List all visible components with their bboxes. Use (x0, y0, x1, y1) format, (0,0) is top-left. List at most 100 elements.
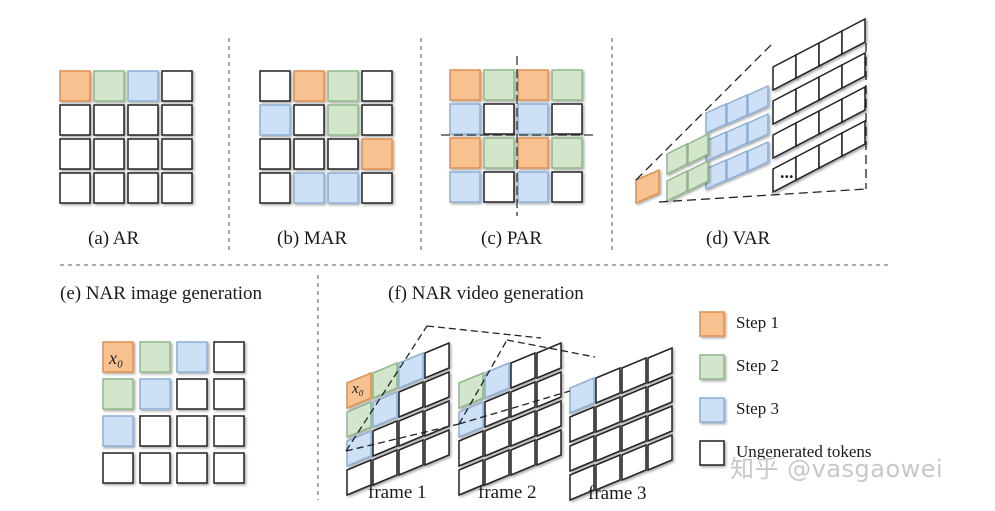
x0-label-video: x₀ (351, 381, 364, 397)
step2-token (483, 137, 515, 169)
ungenerated-token (127, 104, 159, 136)
video-diag-2 (458, 339, 508, 425)
ungenerated-token (621, 414, 647, 453)
step3-token (705, 102, 727, 135)
step2-token (139, 341, 171, 373)
ungenerated-token (536, 341, 562, 380)
ungenerated-token (361, 172, 393, 204)
ungenerated-token (213, 415, 245, 447)
ungenerated-token (293, 138, 325, 170)
step1-token (102, 341, 134, 373)
step3-token (705, 158, 727, 191)
x0-label: x₀ (108, 348, 123, 368)
panel-label-ar: (a) AR (88, 228, 140, 249)
step1-token (449, 137, 481, 169)
ungenerated-token (259, 70, 291, 102)
step3-token (569, 376, 595, 415)
legend-label-ungenerated: Ungenerated tokens (736, 442, 872, 461)
ungenerated-token (424, 341, 450, 380)
step3-token (726, 93, 748, 126)
ungenerated-token (510, 380, 536, 419)
step2-token (666, 142, 688, 176)
panel-label-var: (d) VAR (706, 228, 771, 249)
ungenerated-token (361, 104, 393, 136)
ungenerated-token (102, 452, 134, 484)
ungenerated-token (510, 438, 536, 477)
ungenerated-token (510, 409, 536, 448)
ungenerated-token (647, 433, 673, 472)
ungenerated-token (647, 404, 673, 443)
ungenerated-token (795, 109, 820, 148)
step3-token (127, 70, 159, 102)
video-guide-bottom-2 (458, 390, 571, 425)
ungenerated-token (818, 131, 843, 170)
panel-label-par: (c) PAR (481, 228, 543, 249)
ungenerated-token (161, 70, 193, 102)
ungenerated-token (595, 395, 621, 434)
ungenerated-token (647, 346, 673, 385)
ungenerated-token (536, 399, 562, 438)
ungenerated-token (93, 138, 125, 170)
ungenerated-token (569, 463, 595, 502)
var-guide-bottom (658, 188, 867, 203)
frame-label-1: frame 1 (368, 482, 427, 503)
step1-token (361, 138, 393, 170)
panel-label-mar: (b) MAR (277, 228, 348, 249)
legend-label-step1: Step 1 (736, 313, 779, 332)
ungenerated-token (841, 85, 866, 124)
step1-token (449, 69, 481, 101)
ungenerated-token (59, 172, 91, 204)
video-guide-bottom-1 (345, 423, 460, 452)
ungenerated-token (841, 51, 866, 90)
ungenerated-token (595, 424, 621, 463)
step1-token (517, 137, 549, 169)
step3-token (176, 341, 208, 373)
ungenerated-token (213, 378, 245, 410)
ungenerated-token (213, 341, 245, 373)
ungenerated-token (569, 405, 595, 444)
ungenerated-token (483, 103, 515, 135)
ungenerated-token (93, 172, 125, 204)
ungenerated-token (293, 104, 325, 136)
ungenerated-token (536, 370, 562, 409)
ungenerated-token (772, 121, 797, 160)
legend-swatch-2 (699, 354, 725, 380)
ungenerated-token (213, 452, 245, 484)
step2-token (483, 69, 515, 101)
step1-token (635, 168, 660, 205)
var-pyramid: ... (635, 17, 867, 205)
frame-label-3: frame 3 (588, 483, 647, 504)
ungenerated-token (795, 41, 820, 80)
step3-token (458, 400, 484, 439)
step3-token (705, 130, 727, 163)
step3-token (449, 171, 481, 203)
ungenerated-token (484, 390, 510, 429)
step3-token (259, 104, 291, 136)
ungenerated-token (647, 375, 673, 414)
step2-token (327, 70, 359, 102)
step3-token (139, 378, 171, 410)
ungenerated-token (510, 351, 536, 390)
step2-token (687, 159, 709, 193)
var-guide-top (635, 42, 774, 181)
step1-token (517, 69, 549, 101)
ungenerated-token (569, 434, 595, 473)
ungenerated-token (795, 75, 820, 114)
ungenerated-token (595, 366, 621, 405)
video-guide-top-2 (506, 339, 596, 358)
ungenerated-token (818, 63, 843, 102)
ungenerated-token (127, 172, 159, 204)
ungenerated-token (259, 138, 291, 170)
ungenerated-token (621, 385, 647, 424)
watermark: 知乎 @vasgaowei (730, 455, 944, 483)
ungenerated-token (372, 419, 398, 458)
ungenerated-token (795, 143, 820, 182)
step2-token (346, 400, 372, 439)
ungenerated-token (176, 415, 208, 447)
legend (699, 311, 725, 466)
video-guide-top-1 (426, 325, 542, 339)
step2-token (327, 104, 359, 136)
step2-token (102, 378, 134, 410)
ungenerated-token (818, 97, 843, 136)
